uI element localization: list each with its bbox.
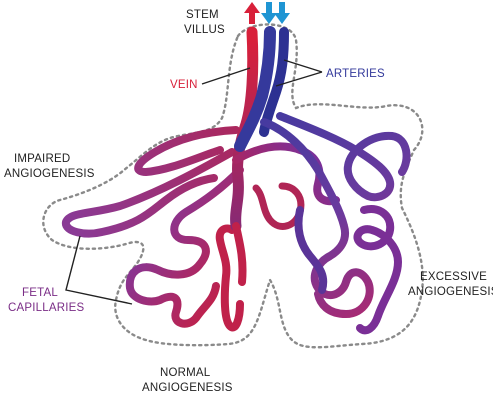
impaired-label-line2: ANGIOGENESIS (4, 168, 95, 180)
excessive-capillaries-low (294, 206, 328, 294)
arteries-leader-line-a (283, 59, 323, 73)
artery-trunk-a (234, 26, 276, 152)
fetal-capillaries-label-line1: FETAL (22, 287, 58, 299)
excessive-label-line2: ANGIOGENESIS (408, 286, 493, 298)
impaired-branch-upper (134, 126, 240, 177)
stem-villus-label-line2: VILLUS (184, 24, 225, 36)
normal-label-line2: ANGIOGENESIS (142, 382, 233, 394)
excessive-capillaries-upper (276, 112, 411, 202)
arrow-up-icon (244, 2, 260, 24)
normal-label-line1: NORMAL (160, 367, 211, 379)
fetal-capillaries-leader-line (65, 235, 133, 305)
stem-villus-label-line1: STEM (186, 9, 219, 21)
vein-label: VEIN (170, 79, 198, 91)
excessive-label-line1: EXCESSIVE (420, 271, 487, 283)
impaired-branch-lower (62, 148, 236, 238)
arteries-leader-line-b (275, 71, 323, 87)
excessive-capillaries-main (260, 118, 374, 319)
capillary-hook (215, 224, 244, 332)
vein-leader-line (201, 67, 251, 85)
arrow-down-icon-2 (274, 2, 290, 24)
vein-lower (232, 222, 247, 286)
impaired-label-line1: IMPAIRED (14, 153, 70, 165)
arteries-label: ARTERIES (326, 68, 385, 80)
arrow-down-icon (261, 2, 277, 24)
fetal-capillaries-label-line2: CAPILLARIES (8, 302, 84, 314)
villus-outline (42, 23, 424, 349)
excessive-capillaries-right (353, 205, 403, 335)
mid-connector-branch (252, 182, 305, 230)
normal-capillaries (125, 166, 244, 328)
